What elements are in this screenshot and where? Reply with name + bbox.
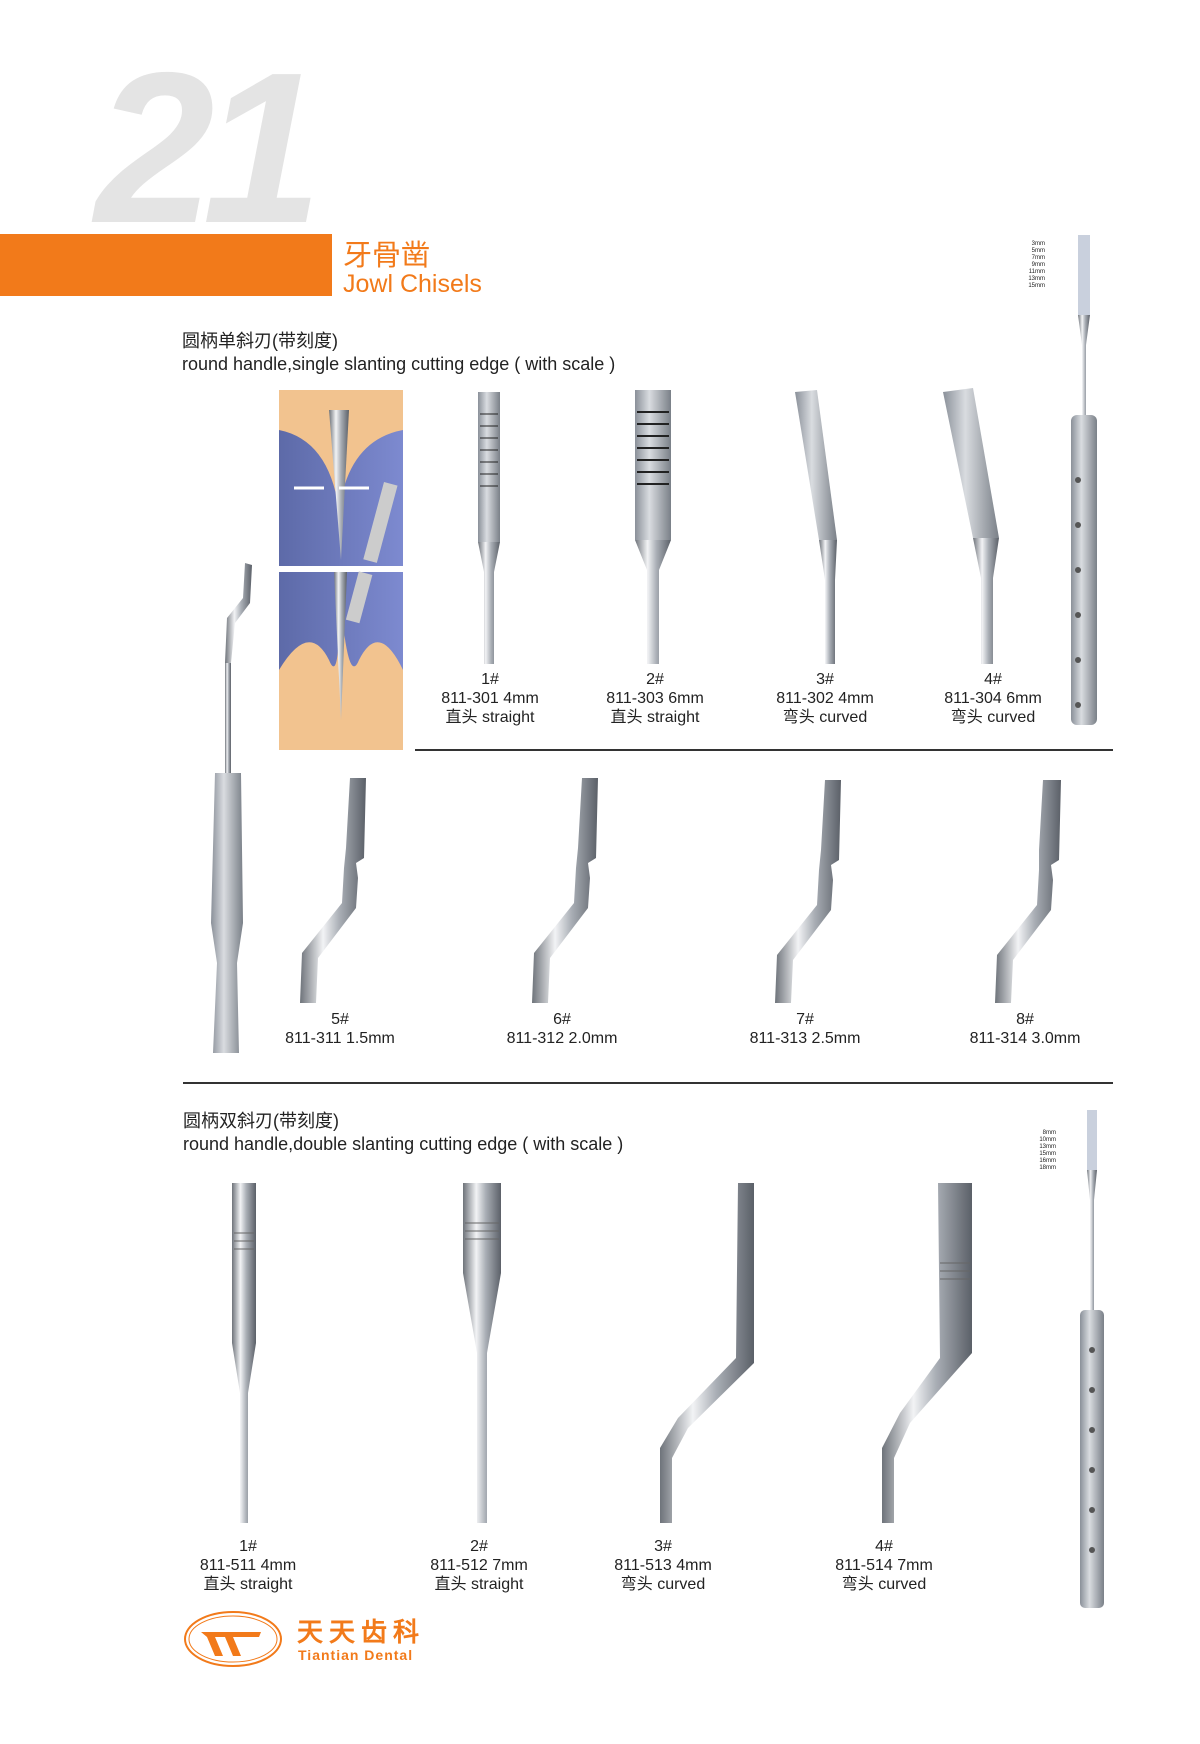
item-number: 6# bbox=[553, 1011, 571, 1028]
item-type: 直头 straight bbox=[203, 1576, 293, 1593]
item-code: 811-511 4mm bbox=[199, 1557, 297, 1574]
item-8-label: 8# 811-314 3.0mm bbox=[945, 1010, 1105, 1048]
item-5-label: 5# 811-311 1.5mm bbox=[260, 1010, 420, 1048]
item-code: 811-304 6mm bbox=[944, 690, 1042, 707]
item-code: 811-314 3.0mm bbox=[969, 1030, 1081, 1047]
item-type: 弯头 curved bbox=[620, 1576, 706, 1593]
item-1-label: 1# 811-301 4mm 直头 straight bbox=[410, 670, 570, 727]
item-code: 811-303 6mm bbox=[606, 690, 704, 707]
item-type: 弯头 curved bbox=[950, 709, 1036, 726]
item-code: 811-311 1.5mm bbox=[285, 1030, 395, 1047]
item-6-label: 6# 811-312 2.0mm bbox=[482, 1010, 642, 1048]
item-code: 811-313 2.5mm bbox=[749, 1030, 861, 1047]
item-type: 直头 straight bbox=[434, 1576, 524, 1593]
item-number: 2# bbox=[646, 671, 664, 688]
section1-heading-cn: 圆柄单斜刃(带刻度) bbox=[182, 331, 338, 351]
item-type: 直头 straight bbox=[610, 709, 700, 726]
instrument-811-311 bbox=[300, 778, 366, 1003]
item-number: 1# bbox=[239, 1538, 257, 1555]
title-cn: 牙骨凿 bbox=[343, 240, 431, 272]
instrument-811-313 bbox=[775, 780, 841, 1003]
item-number: 4# bbox=[875, 1538, 893, 1555]
tiantian-logo-icon bbox=[184, 1611, 282, 1667]
item-type: 弯头 curved bbox=[841, 1576, 927, 1593]
instrument-811-304 bbox=[943, 388, 999, 664]
title-en: Jowl Chisels bbox=[343, 270, 482, 298]
title-bar bbox=[0, 234, 332, 296]
item-number: 8# bbox=[1016, 1011, 1034, 1028]
item-4-label: 4# 811-304 6mm 弯头 curved bbox=[913, 670, 1073, 727]
item-code: 811-312 2.0mm bbox=[506, 1030, 618, 1047]
item-code: 811-302 4mm bbox=[776, 690, 874, 707]
page-number: 21 bbox=[95, 27, 322, 268]
section2-heading-cn: 圆柄双斜刃(带刻度) bbox=[183, 1111, 339, 1131]
instrument-811-303 bbox=[635, 390, 671, 664]
item-number: 3# bbox=[654, 1538, 672, 1555]
item-3-label: 3# 811-302 4mm 弯头 curved bbox=[745, 670, 905, 727]
item-s2-1-label: 1# 811-511 4mm 直头 straight bbox=[168, 1537, 328, 1594]
item-2-label: 2# 811-303 6mm 直头 straight bbox=[575, 670, 735, 727]
instrument-811-302 bbox=[795, 390, 837, 664]
instrument-811-514 bbox=[882, 1183, 972, 1523]
instrument-811-301 bbox=[478, 392, 500, 664]
item-code: 811-512 7mm bbox=[430, 1557, 528, 1574]
item-7-label: 7# 811-313 2.5mm bbox=[725, 1010, 885, 1048]
divider bbox=[415, 749, 1113, 751]
item-s2-4-label: 4# 811-514 7mm 弯头 curved bbox=[804, 1537, 964, 1594]
item-type: 弯头 curved bbox=[782, 709, 868, 726]
instrument-811-511 bbox=[232, 1183, 256, 1523]
item-number: 5# bbox=[331, 1011, 349, 1028]
bone-illustration bbox=[279, 390, 403, 750]
logo-text-cn: 天天齿科 bbox=[297, 1617, 426, 1647]
instrument-811-513 bbox=[660, 1183, 754, 1523]
item-code: 811-513 4mm bbox=[614, 1557, 712, 1574]
item-code: 811-514 7mm bbox=[835, 1557, 933, 1574]
instrument-811-512 bbox=[463, 1183, 501, 1523]
logo-text-en: Tiantian Dental bbox=[298, 1647, 414, 1663]
item-s2-3-label: 3# 811-513 4mm 弯头 curved bbox=[583, 1537, 743, 1594]
section2-heading-en: round handle,double slanting cutting edg… bbox=[183, 1134, 624, 1154]
item-number: 4# bbox=[984, 671, 1002, 688]
item-type: 直头 straight bbox=[445, 709, 535, 726]
item-code: 811-301 4mm bbox=[441, 690, 539, 707]
item-number: 1# bbox=[481, 671, 499, 688]
item-number: 7# bbox=[796, 1011, 814, 1028]
instrument-handle-right-2 bbox=[1080, 1110, 1104, 1608]
instrument-811-312 bbox=[532, 778, 598, 1003]
divider bbox=[183, 1082, 1113, 1084]
item-number: 3# bbox=[816, 671, 834, 688]
instrument-handle-right bbox=[1071, 235, 1097, 725]
section1-heading-en: round handle,single slanting cutting edg… bbox=[182, 354, 616, 374]
item-number: 2# bbox=[470, 1538, 488, 1555]
item-s2-2-label: 2# 811-512 7mm 直头 straight bbox=[399, 1537, 559, 1594]
instrument-handle-left bbox=[211, 563, 252, 1053]
instrument-811-314 bbox=[995, 780, 1061, 1003]
